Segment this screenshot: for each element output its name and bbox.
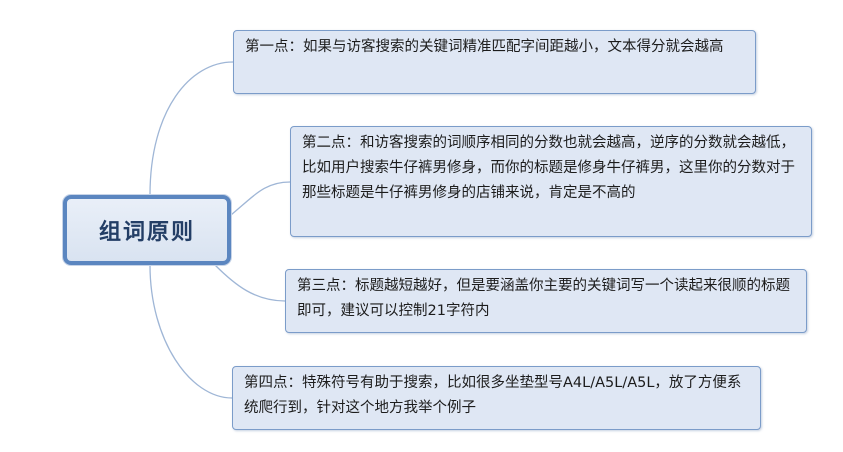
topic-node-4: 第四点：特殊符号有助于搜索，比如很多坐垫型号A4L/A5L/A5L，放了方便系统…: [232, 366, 761, 430]
topic-node-3-text: 第三点：标题越短越好，但是要涵盖你主要的关键词写一个读起来很顺的标题即可，建议可…: [297, 278, 790, 319]
topic-node-1-text: 第一点：如果与访客搜索的关键词精准匹配字间距越小，文本得分就会越高: [245, 39, 724, 55]
topic-node-2-text: 第二点：和访客搜索的词顺序相同的分数也就会越高，逆序的分数就会越低，比如用户搜索…: [302, 135, 795, 201]
connector-3: [214, 264, 286, 302]
connector-1: [149, 61, 234, 196]
topic-node-3: 第三点：标题越短越好，但是要涵盖你主要的关键词写一个读起来很顺的标题即可，建议可…: [285, 269, 807, 333]
connector-4: [149, 264, 233, 399]
central-topic-label: 组词原则: [98, 220, 195, 245]
topic-node-1: 第一点：如果与访客搜索的关键词精准匹配字间距越小，文本得分就会越高: [233, 30, 756, 94]
topic-node-2: 第二点：和访客搜索的词顺序相同的分数也就会越高，逆序的分数就会越低，比如用户搜索…: [290, 126, 812, 237]
central-topic: 组词原则: [63, 195, 231, 265]
topic-node-4-text: 第四点：特殊符号有助于搜索，比如很多坐垫型号A4L/A5L/A5L，放了方便系统…: [244, 375, 742, 416]
connector-2: [230, 181, 291, 216]
